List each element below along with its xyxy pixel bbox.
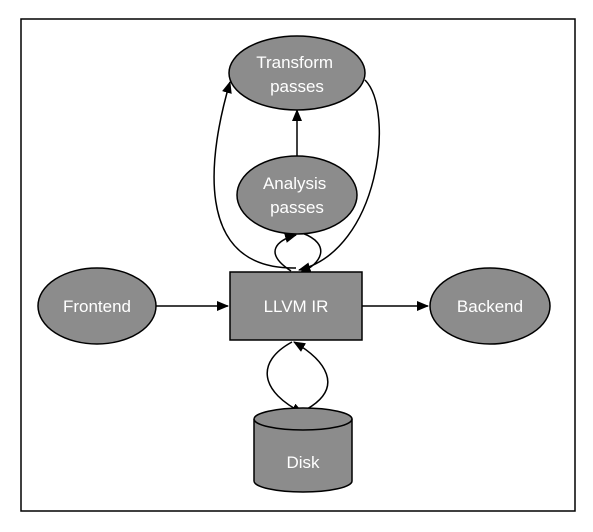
edge-llvm-ir-to-analysis bbox=[274, 233, 297, 272]
analysis-passes-label: Analysis passes bbox=[263, 174, 331, 217]
transform-passes-shape bbox=[228, 35, 366, 111]
transform-passes-label: Transform passes bbox=[256, 53, 338, 96]
llvm-ir-label: LLVM IR bbox=[264, 297, 329, 316]
transform-passes-label-line1: Transform bbox=[256, 53, 333, 72]
disk-top-rim bbox=[253, 418, 353, 431]
analysis-passes-label-line1: Analysis bbox=[263, 174, 326, 193]
node-analysis-passes: Analysis passes bbox=[236, 155, 358, 235]
frontend-label: Frontend bbox=[63, 297, 131, 316]
frontend-shape bbox=[37, 267, 157, 345]
disk-shape bbox=[253, 407, 353, 493]
disk-label: Disk bbox=[286, 453, 320, 472]
llvm-ir-shape bbox=[229, 271, 363, 341]
transform-passes-label-line2: passes bbox=[270, 77, 324, 96]
analysis-passes-label-line2: passes bbox=[270, 198, 324, 217]
node-transform-passes: Transform passes bbox=[228, 35, 366, 111]
edge-transform-to-llvm-ir bbox=[298, 79, 381, 273]
edge-llvm-ir-to-transform bbox=[213, 81, 297, 269]
edge-disk-to-llvm-ir bbox=[293, 341, 329, 410]
node-llvm-ir: LLVM IR bbox=[229, 271, 363, 341]
node-disk: Disk bbox=[253, 407, 353, 493]
backend-shape bbox=[429, 267, 551, 345]
backend-label: Backend bbox=[457, 297, 523, 316]
edges bbox=[156, 79, 429, 414]
analysis-passes-shape bbox=[236, 155, 358, 235]
node-frontend: Frontend bbox=[37, 267, 157, 345]
node-backend: Backend bbox=[429, 267, 551, 345]
edge-llvm-ir-to-disk bbox=[266, 341, 304, 414]
